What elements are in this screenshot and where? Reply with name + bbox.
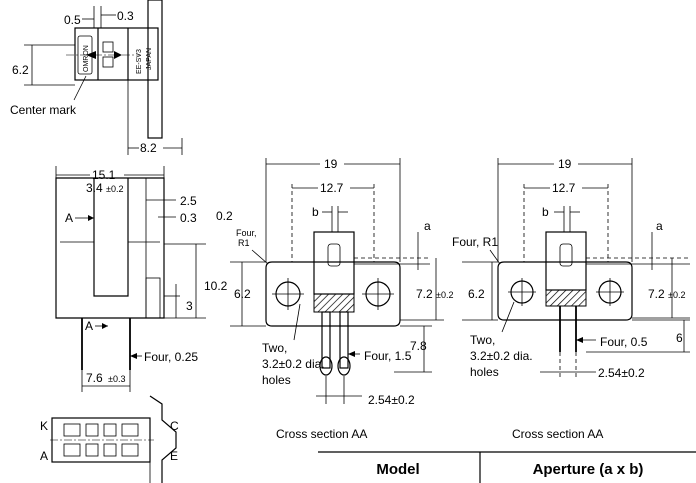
- dim-15-1: 15.1: [92, 168, 116, 182]
- s2-dim-12-7: 12.7: [552, 181, 576, 195]
- pin-k: K: [40, 419, 48, 433]
- dim-2-5: 2.5: [180, 194, 197, 208]
- front-leads-note: Four, 0.25: [144, 350, 198, 364]
- s2-dim-6-2: 6.2: [468, 287, 485, 301]
- cross-section-2: 19 12.7 b a Four, R1 6.2 7.2 ±0.2 Two, 3…: [452, 157, 690, 441]
- s1-dim-7-2-tol: ±0.2: [436, 290, 453, 300]
- s1-pitch: 2.54±0.2: [368, 393, 415, 407]
- s1-dim-7-8: 7.8: [410, 339, 427, 353]
- s2-holes-line1: Two,: [470, 333, 495, 347]
- s1-dim-0-2: 0.2: [216, 209, 233, 223]
- dim-6-2-top: 6.2: [12, 63, 29, 77]
- s2-dim-6: 6: [676, 331, 683, 345]
- cross-section-1: 19 12.7 b a 0.2 Four, R1 6.2 7.2 ±0.2 Tw…: [216, 157, 453, 441]
- dim-7-6: 7.6: [86, 371, 103, 385]
- s2-dim-19: 19: [558, 157, 572, 171]
- dim-3-4: 3.4: [86, 181, 103, 195]
- section-mark-a-top: A: [65, 211, 73, 225]
- s1-holes-line2: 3.2±0.2 dia.: [262, 357, 325, 371]
- s1-dim-19: 19: [324, 157, 338, 171]
- front-view: A A 15.1 3.4 ±0.2 2.5 0.3 10.2 3 Four,: [55, 166, 228, 392]
- s1-dim-12-7: 12.7: [320, 181, 344, 195]
- s2-dim-7-2: 7.2: [648, 287, 665, 301]
- s1-dim-6-2: 6.2: [234, 287, 251, 301]
- dim-0-3-top: 0.3: [117, 9, 134, 23]
- s2-holes-line3: holes: [470, 365, 499, 379]
- dim-7-6-tol: ±0.3: [108, 374, 125, 384]
- s2-pitch: 2.54±0.2: [598, 366, 645, 380]
- aperture-table: Model Aperture (a x b): [318, 451, 696, 483]
- dim-3: 3: [186, 299, 193, 313]
- marking-brand: OMRON: [83, 45, 90, 72]
- s1-label-b: b: [312, 205, 319, 219]
- dim-0-5: 0.5: [64, 13, 81, 27]
- s2-holes-line2: 3.2±0.2 dia.: [470, 349, 533, 363]
- s1-holes-line1: Two,: [262, 341, 287, 355]
- s1-label-a: a: [424, 219, 431, 233]
- center-mark-label: Center mark: [10, 103, 77, 117]
- bottom-view: K A C E: [40, 395, 179, 483]
- dim-8-2: 8.2: [140, 141, 157, 155]
- s1-caption: Cross section AA: [276, 427, 367, 441]
- s1-holes-line3: holes: [262, 373, 291, 387]
- table-header-aperture: Aperture (a x b): [533, 461, 644, 478]
- dim-10-2: 10.2: [204, 279, 228, 293]
- section-mark-a-bottom: A: [85, 319, 93, 333]
- marking-origin: JAPAN: [146, 48, 153, 70]
- marking-model: EE-SV3: [136, 49, 143, 74]
- s2-caption: Cross section AA: [512, 427, 603, 441]
- top-view: OMRON EE-SV3 JAPAN 0.5 0.3 6.2 Center ma…: [10, 0, 183, 155]
- s2-dim-7-2-tol: ±0.2: [668, 290, 685, 300]
- s1-leads-note: Four, 1.5: [364, 349, 412, 363]
- table-header-model: Model: [376, 461, 419, 478]
- pin-e: E: [170, 449, 178, 463]
- pin-a: A: [40, 449, 48, 463]
- s2-radius-note: Four, R1: [452, 235, 498, 249]
- s2-label-a: a: [656, 219, 663, 233]
- s2-leads-note: Four, 0.5: [600, 335, 648, 349]
- s1-radius-line2: R1: [238, 238, 250, 248]
- s1-dim-7-2: 7.2: [416, 287, 433, 301]
- s1-radius-line1: Four,: [236, 228, 257, 238]
- dim-3-4-tol: ±0.2: [106, 184, 123, 194]
- pin-c: C: [170, 419, 179, 433]
- s2-label-b: b: [542, 205, 549, 219]
- dim-0-3-front: 0.3: [180, 211, 197, 225]
